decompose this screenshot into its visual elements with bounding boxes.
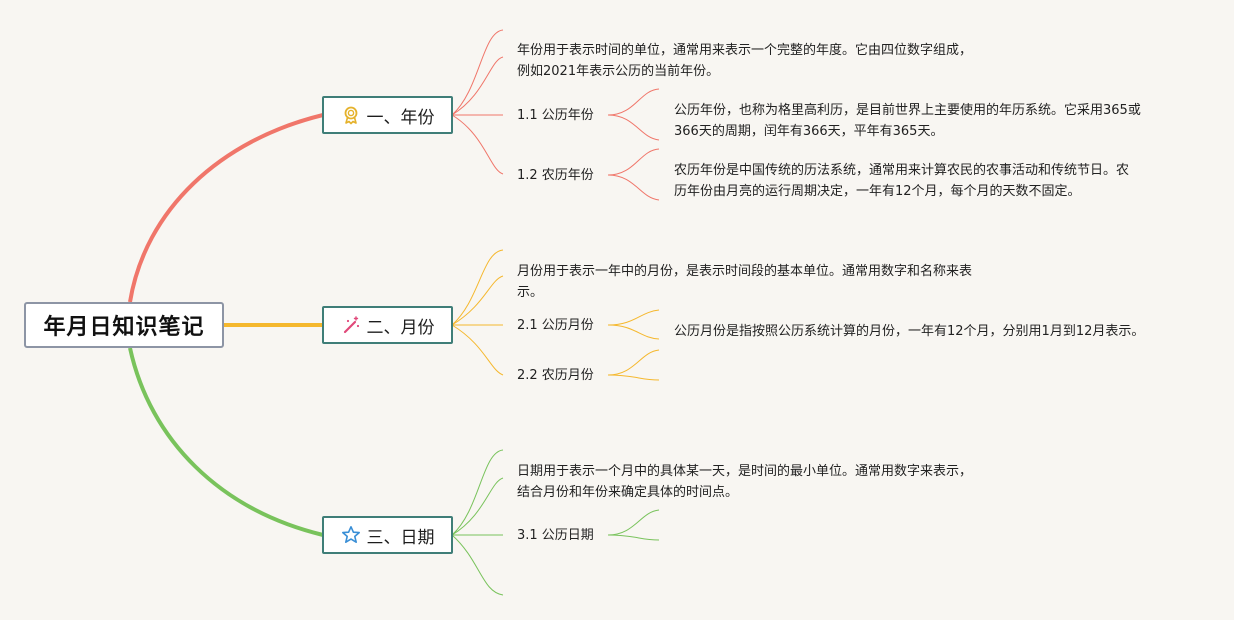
subtopic-label: 2.2 农历月份	[517, 368, 594, 383]
branch-topic-date[interactable]: 三、日期	[322, 516, 453, 554]
root-title: 年月日知识笔记	[43, 315, 205, 340]
description-line: 日期用于表示一个月中的具体某一天，是时间的最小单位。通常用数字来表示，	[517, 464, 973, 479]
connector-root-branch-1	[128, 113, 324, 303]
star-icon	[341, 525, 361, 545]
subtopic-label: 1.1 公历年份	[517, 108, 594, 123]
fan-branch-2	[451, 249, 660, 381]
subtopic-lunar-month[interactable]: 2.2 农历月份	[517, 365, 594, 386]
connector-root-branch-3	[128, 347, 324, 537]
branch-topic-month[interactable]: 二、月份	[322, 306, 453, 344]
subtopic-description-gregorian-month[interactable]: 公历月份是指按照公历系统计算的月份，一年有12个月，分别用1月到12月表示。	[674, 321, 1144, 342]
description-line: 公历年份，也称为格里高利历，是目前世界上主要使用的年历系统。它采用365或	[674, 103, 1141, 118]
fan-branch-3	[451, 449, 660, 596]
description-line: 历年份由月亮的运行周期决定，一年有12个月，每个月的天数不固定。	[674, 184, 1081, 199]
branch-description-year[interactable]: 年份用于表示时间的单位，通常用来表示一个完整的年度。它由四位数字组成， 例如20…	[517, 40, 972, 82]
branch-topic-year[interactable]: 一、年份	[322, 96, 453, 134]
subtopic-lunar-year[interactable]: 1.2 农历年份	[517, 165, 594, 186]
root-topic[interactable]: 年月日知识笔记	[24, 302, 224, 348]
branch-description-month[interactable]: 月份用于表示一年中的月份，是表示时间段的基本单位。通常用数字和名称来表 示。	[517, 261, 972, 303]
description-line: 年份用于表示时间的单位，通常用来表示一个完整的年度。它由四位数字组成，	[517, 43, 973, 58]
branch-label: 二、月份	[366, 317, 435, 338]
description-line: 结合月份和年份来确定具体的时间点。	[517, 485, 739, 500]
description-line: 366天的周期，闰年有366天，平年有365天。	[674, 124, 944, 139]
description-line: 公历月份是指按照公历系统计算的月份，一年有12个月，分别用1月到12月表示。	[674, 324, 1145, 339]
description-line: 农历年份是中国传统的历法系统，通常用来计算农民的农事活动和传统节日。农	[674, 163, 1130, 178]
subtopic-label: 3.1 公历日期	[517, 528, 594, 543]
subtopic-label: 1.2 农历年份	[517, 168, 594, 183]
subtopic-gregorian-year[interactable]: 1.1 公历年份	[517, 105, 594, 126]
subtopic-description-lunar-year[interactable]: 农历年份是中国传统的历法系统，通常用来计算农民的农事活动和传统节日。农 历年份由…	[674, 160, 1129, 202]
subtopic-gregorian-date[interactable]: 3.1 公历日期	[517, 525, 594, 546]
subtopic-gregorian-month[interactable]: 2.1 公历月份	[517, 315, 594, 336]
fan-branch-1	[451, 29, 660, 201]
description-line: 例如2021年表示公历的当前年份。	[517, 64, 720, 79]
branch-label: 一、年份	[366, 107, 435, 128]
magic-wand-icon	[341, 315, 361, 335]
subtopic-label: 2.1 公历月份	[517, 318, 594, 333]
branch-label: 三、日期	[366, 527, 435, 548]
subtopic-description-gregorian-year[interactable]: 公历年份，也称为格里高利历，是目前世界上主要使用的年历系统。它采用365或 36…	[674, 100, 1141, 142]
branch-description-date[interactable]: 日期用于表示一个月中的具体某一天，是时间的最小单位。通常用数字来表示， 结合月份…	[517, 461, 972, 503]
description-line: 月份用于表示一年中的月份，是表示时间段的基本单位。通常用数字和名称来表	[517, 264, 973, 279]
description-line: 示。	[517, 285, 544, 300]
medal-icon	[341, 105, 361, 125]
